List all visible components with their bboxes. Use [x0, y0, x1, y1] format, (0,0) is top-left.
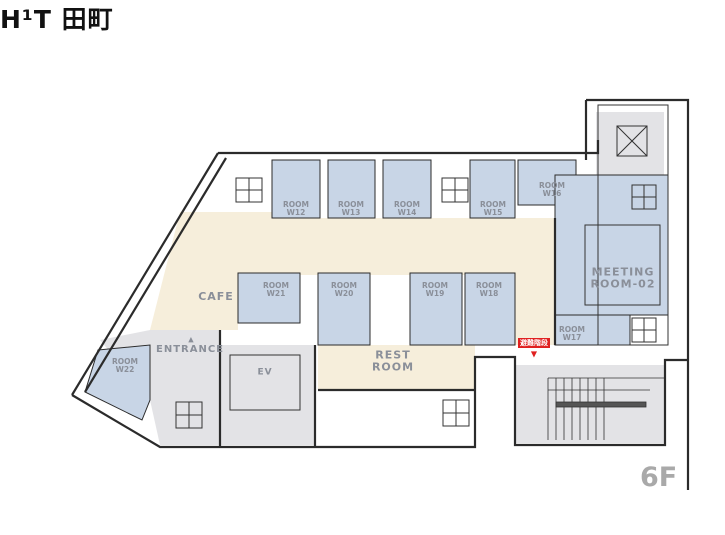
room-word: ROOM: [539, 181, 565, 191]
common-area: [180, 212, 555, 345]
room-code: W15: [483, 208, 503, 217]
room-word: ROOM: [422, 281, 448, 291]
restroom-line2: ROOM: [371, 360, 415, 373]
meeting-room-shape: [554, 174, 669, 316]
entrance-marker: ▲: [188, 335, 194, 344]
meeting-label-line1: MEETING: [591, 265, 655, 279]
room-code: W22: [115, 365, 135, 374]
room-w15-shape: [469, 159, 516, 219]
evacuation-marker: ▼: [530, 349, 538, 359]
room-code: W12: [286, 208, 306, 217]
evacuation-stairs-label: 避難階段: [518, 338, 550, 348]
room-code: W13: [341, 208, 361, 217]
entrance-label: ENTRANCE: [156, 343, 224, 355]
ev-area: [220, 345, 315, 445]
room-code: W18: [479, 289, 499, 298]
room-w19-shape: [409, 272, 463, 346]
room-word: ROOM: [283, 200, 309, 210]
restroom-line1: REST: [375, 348, 411, 362]
room-code: W16: [542, 189, 562, 198]
meeting-label-line2: ROOM-02: [590, 277, 656, 290]
ev-label: EV: [257, 367, 273, 378]
room-code: W19: [425, 289, 445, 298]
room-word: ROOM: [559, 325, 585, 335]
room-word: ROOM: [263, 281, 289, 291]
room-w18-shape: [464, 272, 516, 346]
room-word: ROOM: [476, 281, 502, 291]
cafe-area: [150, 212, 238, 330]
room-w21-shape: [237, 272, 301, 324]
room-word: ROOM: [394, 200, 420, 210]
room-code: W20: [334, 289, 354, 298]
room-code: W14: [397, 208, 417, 217]
cafe-label: CAFE: [198, 290, 234, 304]
room-word: ROOM: [480, 200, 506, 210]
floor-number: 6F: [640, 462, 678, 493]
room-w20-shape: [317, 272, 371, 346]
room-w14-shape: [382, 159, 432, 219]
logo: H¹T: [0, 5, 52, 34]
room-word: ROOM: [338, 200, 364, 210]
room-code: W17: [562, 333, 582, 342]
room-w13-shape: [327, 159, 376, 219]
logo-title: H¹T 田町: [0, 0, 725, 36]
outer-wall: [218, 140, 600, 155]
room-word: ROOM: [112, 357, 138, 367]
restroom-area: [318, 345, 475, 390]
room-word: ROOM: [331, 281, 357, 291]
site-name: 田町: [61, 5, 114, 34]
room-w12-shape: [271, 159, 321, 219]
room-code: W21: [266, 289, 286, 298]
